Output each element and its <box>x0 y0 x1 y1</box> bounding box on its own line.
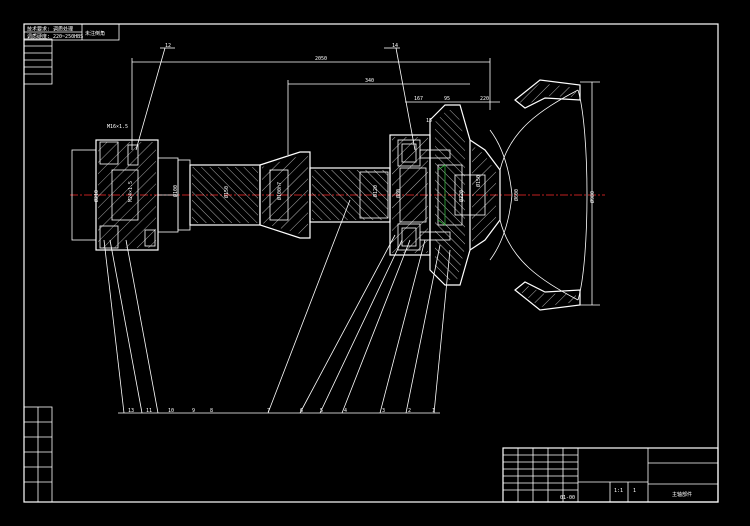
leader-12: 12 <box>165 43 171 49</box>
dim-hub2: Ø80 <box>395 189 402 198</box>
leader-15: 15 <box>426 118 432 124</box>
title-scale: 1:1 <box>614 488 623 494</box>
dim-hub4: Ø150 <box>475 175 482 187</box>
dim-left-small: M16×1.5 <box>107 124 128 130</box>
dim-left-a: Ø210 <box>93 190 100 202</box>
title-sheet: 1 <box>633 488 636 494</box>
leader-14: 14 <box>392 43 398 49</box>
part-5: 5 <box>320 408 323 414</box>
header-note-block: 技术要求: 调质处理 调质硬度: 220~250HBS 未注倒角 <box>23 23 120 41</box>
part-13: 13 <box>128 408 134 414</box>
part-11: 11 <box>146 408 152 414</box>
dim-220: 220 <box>480 96 489 102</box>
dimension-lines: 2050 340 167 95 220 Ø980 Ø600 Ø210 M24×1… <box>93 56 600 306</box>
part-6: 6 <box>300 408 303 414</box>
dim-wheel-diameter: Ø600 <box>513 189 520 201</box>
dim-167: 167 <box>414 96 423 102</box>
dim-2050: 2050 <box>315 56 327 62</box>
title-drawing-no: 01-00 <box>560 495 575 501</box>
main-shaft <box>189 151 391 239</box>
part-3: 3 <box>382 408 385 414</box>
header-line1: 技术要求: 调质处理 <box>27 26 73 33</box>
title-name: 主轴部件 <box>672 491 692 498</box>
dim-left-b: M24×1.5 <box>128 181 134 202</box>
part-2: 2 <box>408 408 411 414</box>
part-9: 9 <box>192 408 195 414</box>
header-note: 未注倒角 <box>85 30 105 37</box>
drawing-frame <box>23 23 719 503</box>
dim-hub1: Ø120 <box>372 185 379 197</box>
hub-cover <box>429 104 501 286</box>
part-7: 7 <box>267 408 270 414</box>
dim-shaft1: Ø150 <box>223 186 230 198</box>
dim-mid: Ø100 <box>172 185 179 197</box>
part-4: 4 <box>344 408 347 414</box>
part-leaders: 13 11 10 9 8 7 6 5 4 3 2 1 <box>103 199 451 414</box>
part-1: 1 <box>432 408 435 414</box>
dim-340: 340 <box>365 78 374 84</box>
dim-95: 95 <box>444 96 450 102</box>
left-end-flange <box>71 139 191 251</box>
dim-big-diameter: Ø980 <box>589 191 596 203</box>
title-block: 1:1 1 01-00 主轴部件 <box>502 447 719 503</box>
header-line2: 调质硬度: 220~250HBS <box>27 33 83 40</box>
impeller-wheel <box>489 79 588 311</box>
top-leaders: 12 14 15 <box>135 43 432 151</box>
dim-hub3: Ø220 <box>458 190 465 202</box>
part-10: 10 <box>168 408 174 414</box>
part-8: 8 <box>210 408 213 414</box>
dim-shaft2: Ø100h7 <box>276 182 283 200</box>
bearing-housing <box>389 134 451 256</box>
